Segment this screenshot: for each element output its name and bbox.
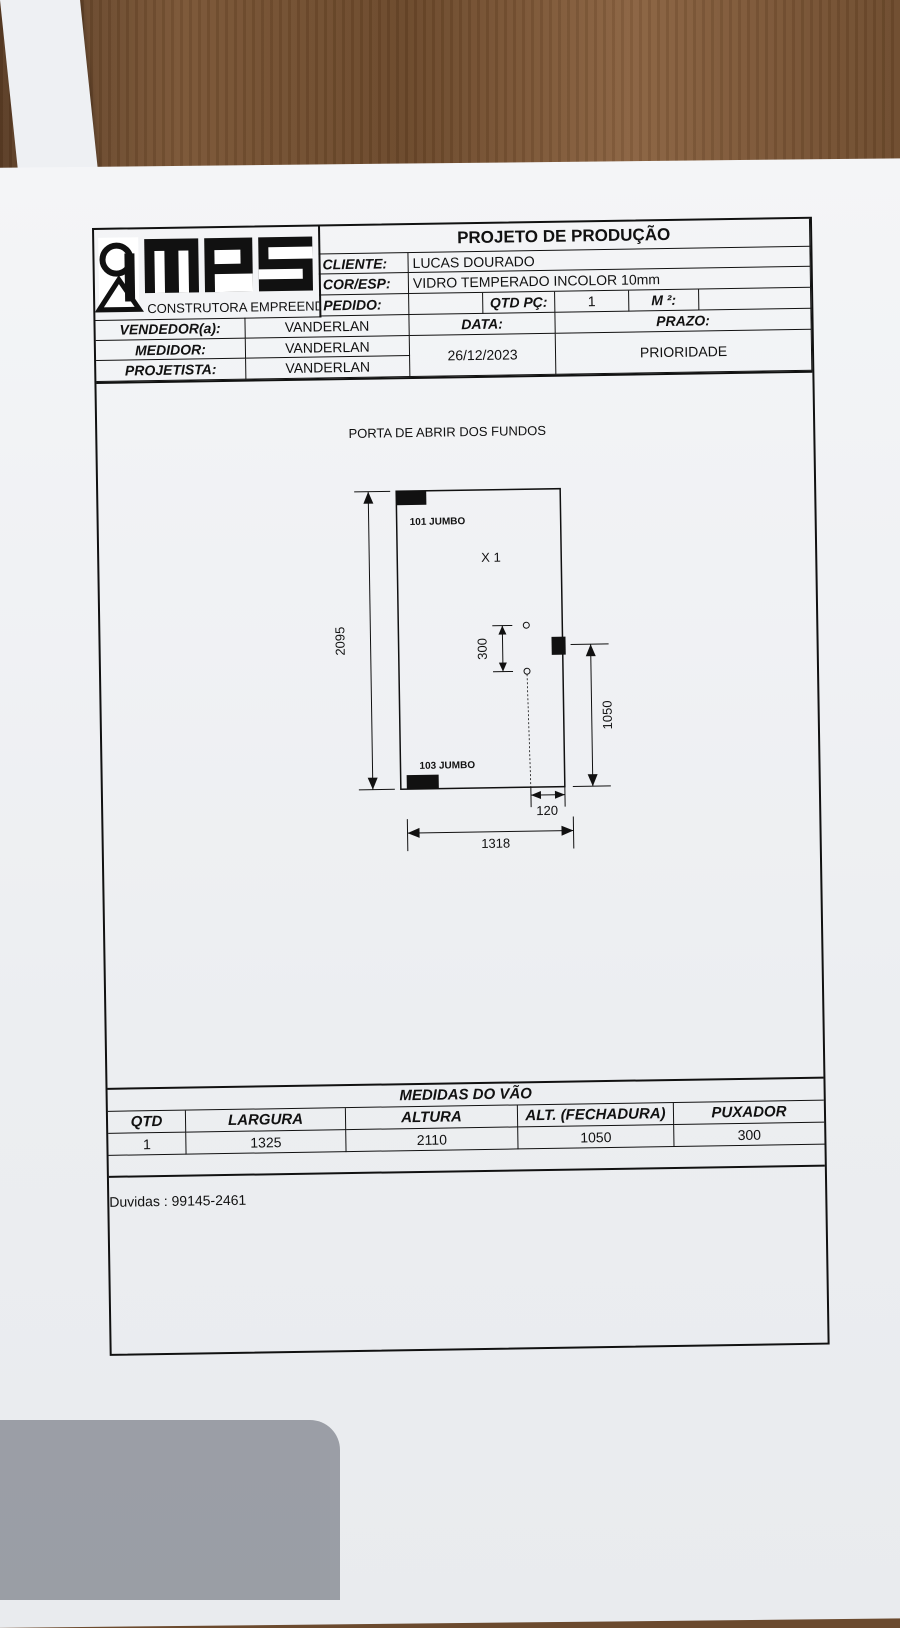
data-label: DATA: <box>409 313 555 336</box>
data-value: 26/12/2023 <box>410 334 557 377</box>
m2-value <box>699 288 811 311</box>
medidor-label: MEDIDOR: <box>96 339 246 361</box>
top-hardware-label: 101 JUMBO <box>410 516 466 528</box>
door-drawing: PORTA DE ABRIR DOS FUNDOS 101 JUMBO 103 … <box>96 371 823 1082</box>
value-qtd: 1 <box>108 1133 186 1156</box>
bottom-hinge-icon <box>407 775 439 790</box>
width-dimension: 1318 <box>481 836 510 851</box>
production-form: CONSTRUTORA EMPREENDIMENTOS PROJETO DE P… <box>92 217 830 1356</box>
handle-hole-icon <box>523 622 529 628</box>
top-hinge-icon <box>396 491 426 505</box>
phone-shadow <box>0 1420 340 1600</box>
vendedor-value: VANDERLAN <box>245 315 409 339</box>
value-altura: 2110 <box>346 1127 518 1152</box>
quantity-mark: X 1 <box>481 550 501 565</box>
header-puxador: PUXADOR <box>674 1101 824 1125</box>
qtd-label: QTD PÇ: <box>483 292 555 314</box>
value-largura: 1325 <box>186 1130 346 1155</box>
mps-logo-icon: CONSTRUTORA EMPREENDIMENTOS <box>94 226 319 320</box>
projetista-value: VANDERLAN <box>246 356 410 380</box>
pedido-value <box>409 293 483 315</box>
pedido-label: PEDIDO: <box>319 294 409 316</box>
value-alt-fechadura: 1050 <box>518 1125 674 1149</box>
duvidas-contact: Duvidas : 99145-2461 <box>109 1192 246 1210</box>
projetista-label: PROJETISTA: <box>96 359 246 382</box>
handle-hole-icon <box>524 668 530 674</box>
qtd-value: 1 <box>555 291 629 313</box>
vendedor-label: VENDEDOR(a): <box>95 318 245 341</box>
company-logo: CONSTRUTORA EMPREENDIMENTOS <box>94 226 321 321</box>
header-alt-fechadura: ALT. (FECHADURA) <box>518 1103 674 1127</box>
value-puxador: 300 <box>674 1123 824 1147</box>
form-header: CONSTRUTORA EMPREENDIMENTOS PROJETO DE P… <box>94 219 812 384</box>
prazo-value: PRIORIDADE <box>556 330 813 375</box>
lock-height-dimension: 1050 <box>599 700 614 729</box>
cliente-label: CLIENTE: <box>318 253 408 274</box>
header-qtd: QTD <box>108 1111 186 1134</box>
height-dimension: 2095 <box>332 627 347 656</box>
drawing-title: PORTA DE ABRIR DOS FUNDOS <box>348 423 546 441</box>
lock-icon <box>551 637 565 655</box>
header-altura: ALTURA <box>346 1105 518 1130</box>
m2-label: M ²: <box>629 289 699 311</box>
handle-dimension: 300 <box>474 638 489 660</box>
cor-label: COR/ESP: <box>319 273 409 295</box>
bottom-hardware-label: 103 JUMBO <box>419 760 475 772</box>
medidas-table: MEDIDAS DO VÃO QTD LARGURA ALTURA ALT. (… <box>108 1077 825 1178</box>
lock-offset-dimension: 120 <box>536 803 558 818</box>
header-largura: LARGURA <box>186 1108 346 1133</box>
logo-subtitle: CONSTRUTORA EMPREENDIMENTOS <box>147 297 319 316</box>
medidor-value: VANDERLAN <box>246 336 410 359</box>
